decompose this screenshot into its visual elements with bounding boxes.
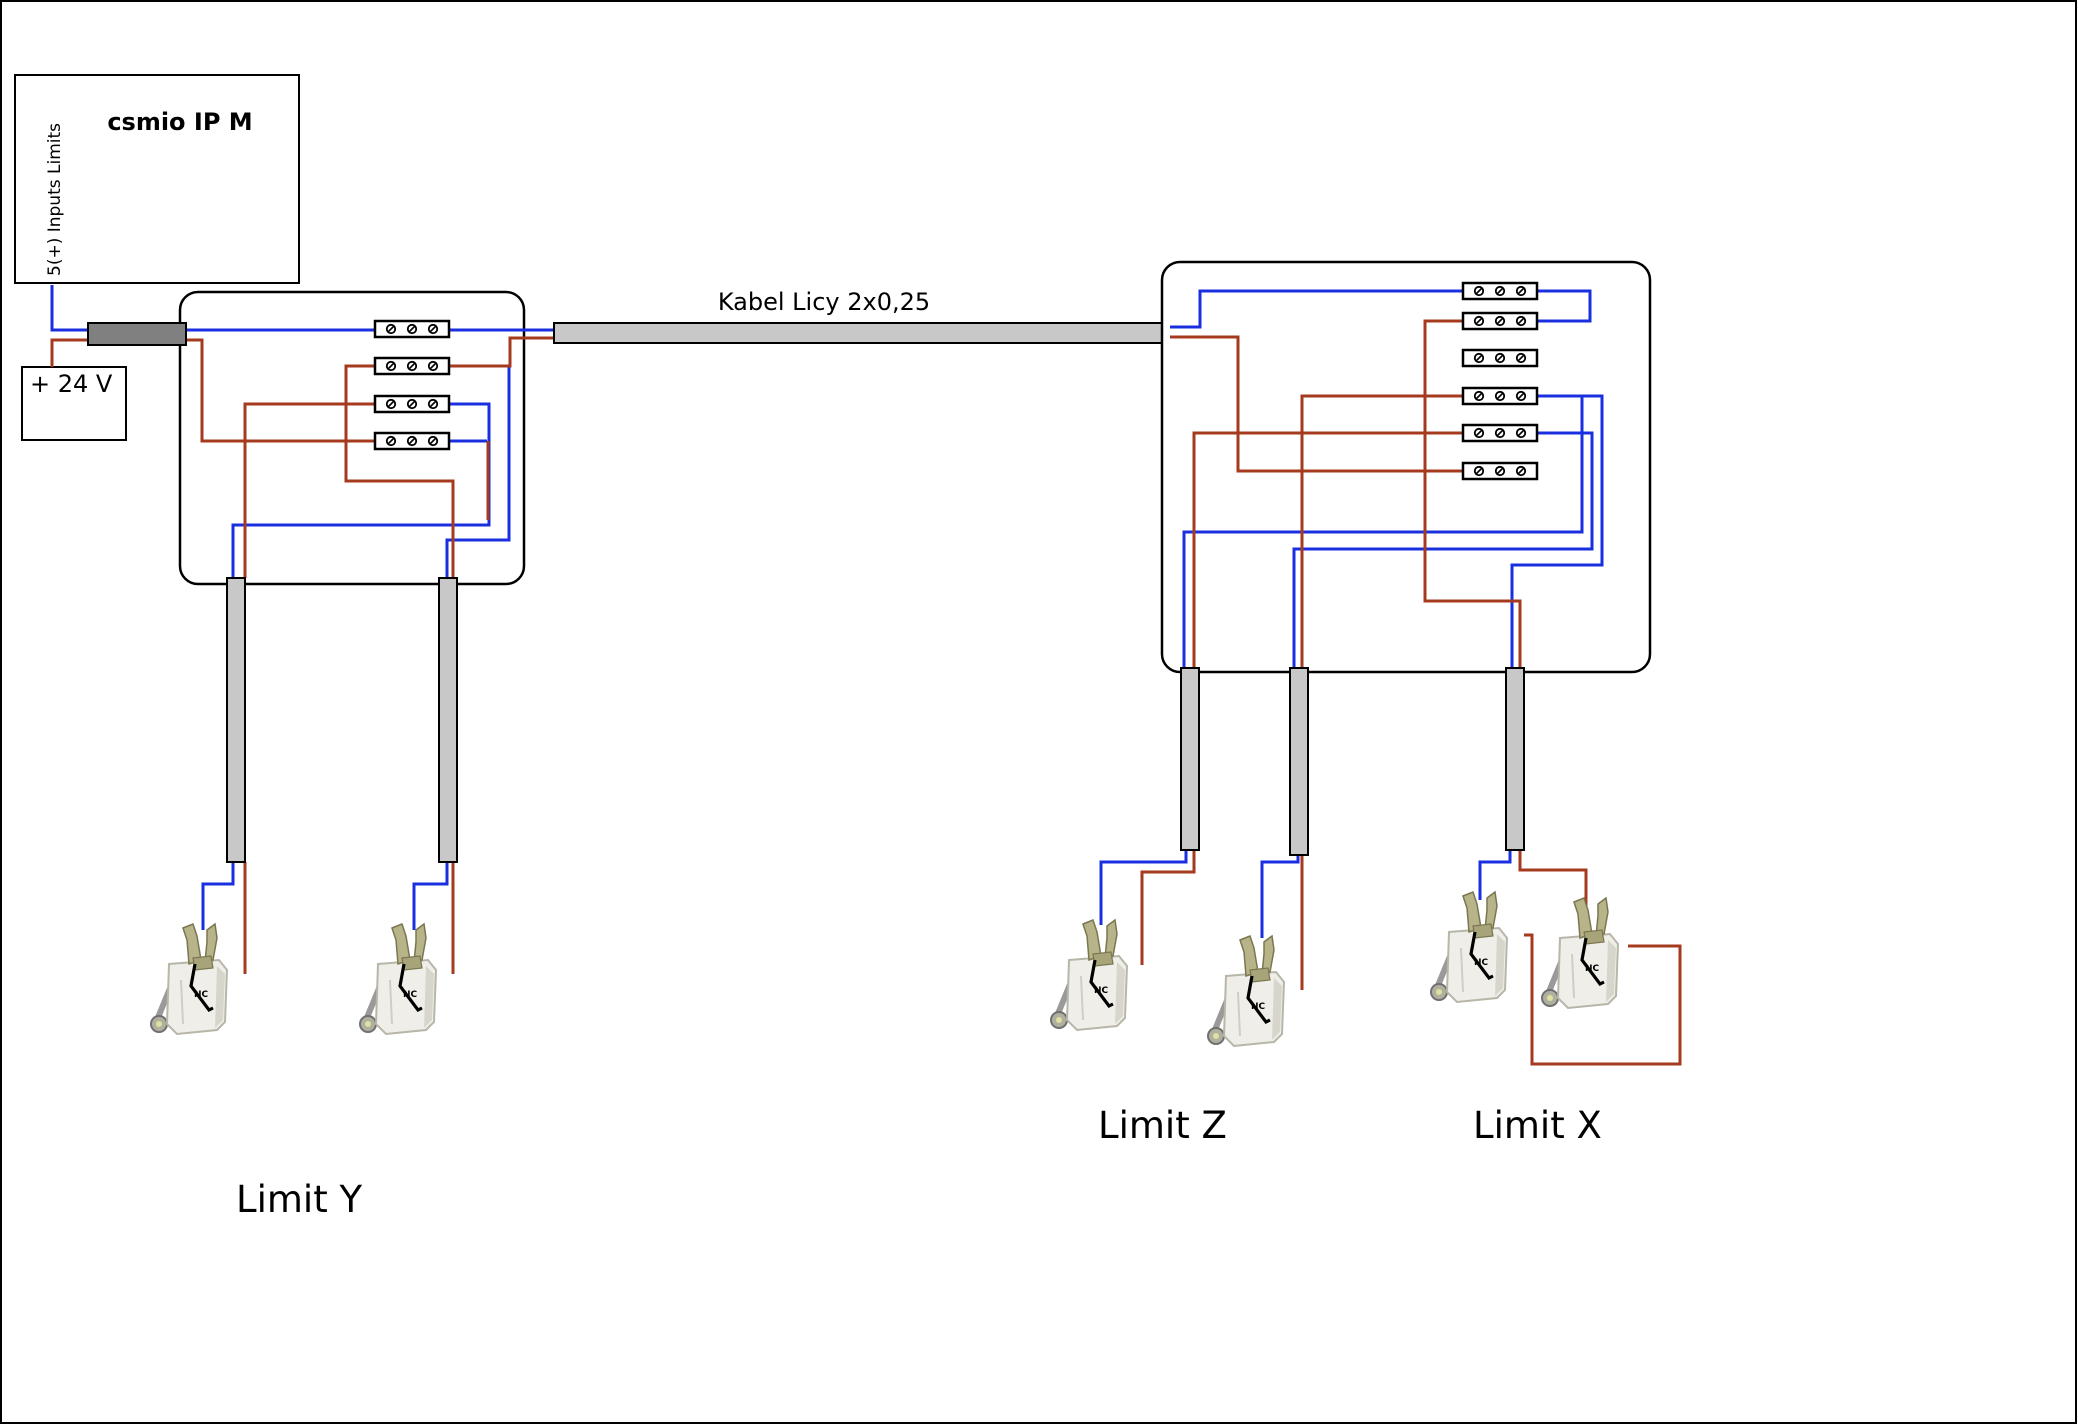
wires-return-left (50, 336, 554, 974)
terminal-left-1 (373, 319, 451, 339)
supply-label: + 24 V (30, 370, 113, 398)
controller-inputs-label: 5(+) Inputs Limits (45, 123, 65, 276)
terminal-right-1 (1461, 281, 1539, 301)
cable-label: Kabel Licy 2x0,25 (718, 288, 930, 316)
switch-x2-mark: NC (1585, 964, 1600, 974)
terminal-right-4 (1461, 386, 1539, 406)
terminal-right-5 (1461, 423, 1539, 443)
main-cable (553, 322, 1171, 344)
wires-return-right (1140, 319, 1682, 1066)
switch-x1-mark: NC (1474, 958, 1489, 968)
group-label-y: Limit Y (236, 1178, 362, 1221)
cable-y1 (226, 577, 246, 863)
switch-y1: NC (151, 924, 227, 1034)
cable-z1 (1180, 667, 1200, 851)
terminal-right-3 (1461, 348, 1539, 368)
switch-y2: NC (360, 924, 436, 1034)
terminal-right-2 (1461, 311, 1539, 331)
cable-y2 (438, 577, 458, 863)
controller-box (14, 74, 300, 284)
terminal-left-3 (373, 394, 451, 414)
cable-gland-controller (87, 322, 187, 346)
cable-x (1505, 667, 1525, 851)
switch-y1-mark: NC (194, 990, 209, 1000)
switch-x2: NC (1542, 898, 1618, 1008)
switch-x1: NC (1431, 892, 1507, 1002)
switch-z2: NC (1208, 936, 1284, 1046)
terminal-left-4 (373, 431, 451, 451)
supply-box (21, 366, 127, 441)
terminal-right-6 (1461, 461, 1539, 481)
wires-positive-right (1099, 289, 1604, 938)
cable-z2 (1289, 667, 1309, 856)
switch-z1: NC (1051, 920, 1127, 1030)
terminal-left-2 (373, 356, 451, 376)
switch-z2-mark: NC (1251, 1002, 1266, 1012)
controller-name: csmio IP M (107, 108, 252, 136)
switch-z1-mark: NC (1094, 986, 1109, 996)
junction-box-right (1160, 260, 1652, 674)
switch-y2-mark: NC (403, 990, 418, 1000)
group-label-x: Limit X (1473, 1104, 1602, 1147)
group-label-z: Limit Z (1098, 1104, 1227, 1147)
